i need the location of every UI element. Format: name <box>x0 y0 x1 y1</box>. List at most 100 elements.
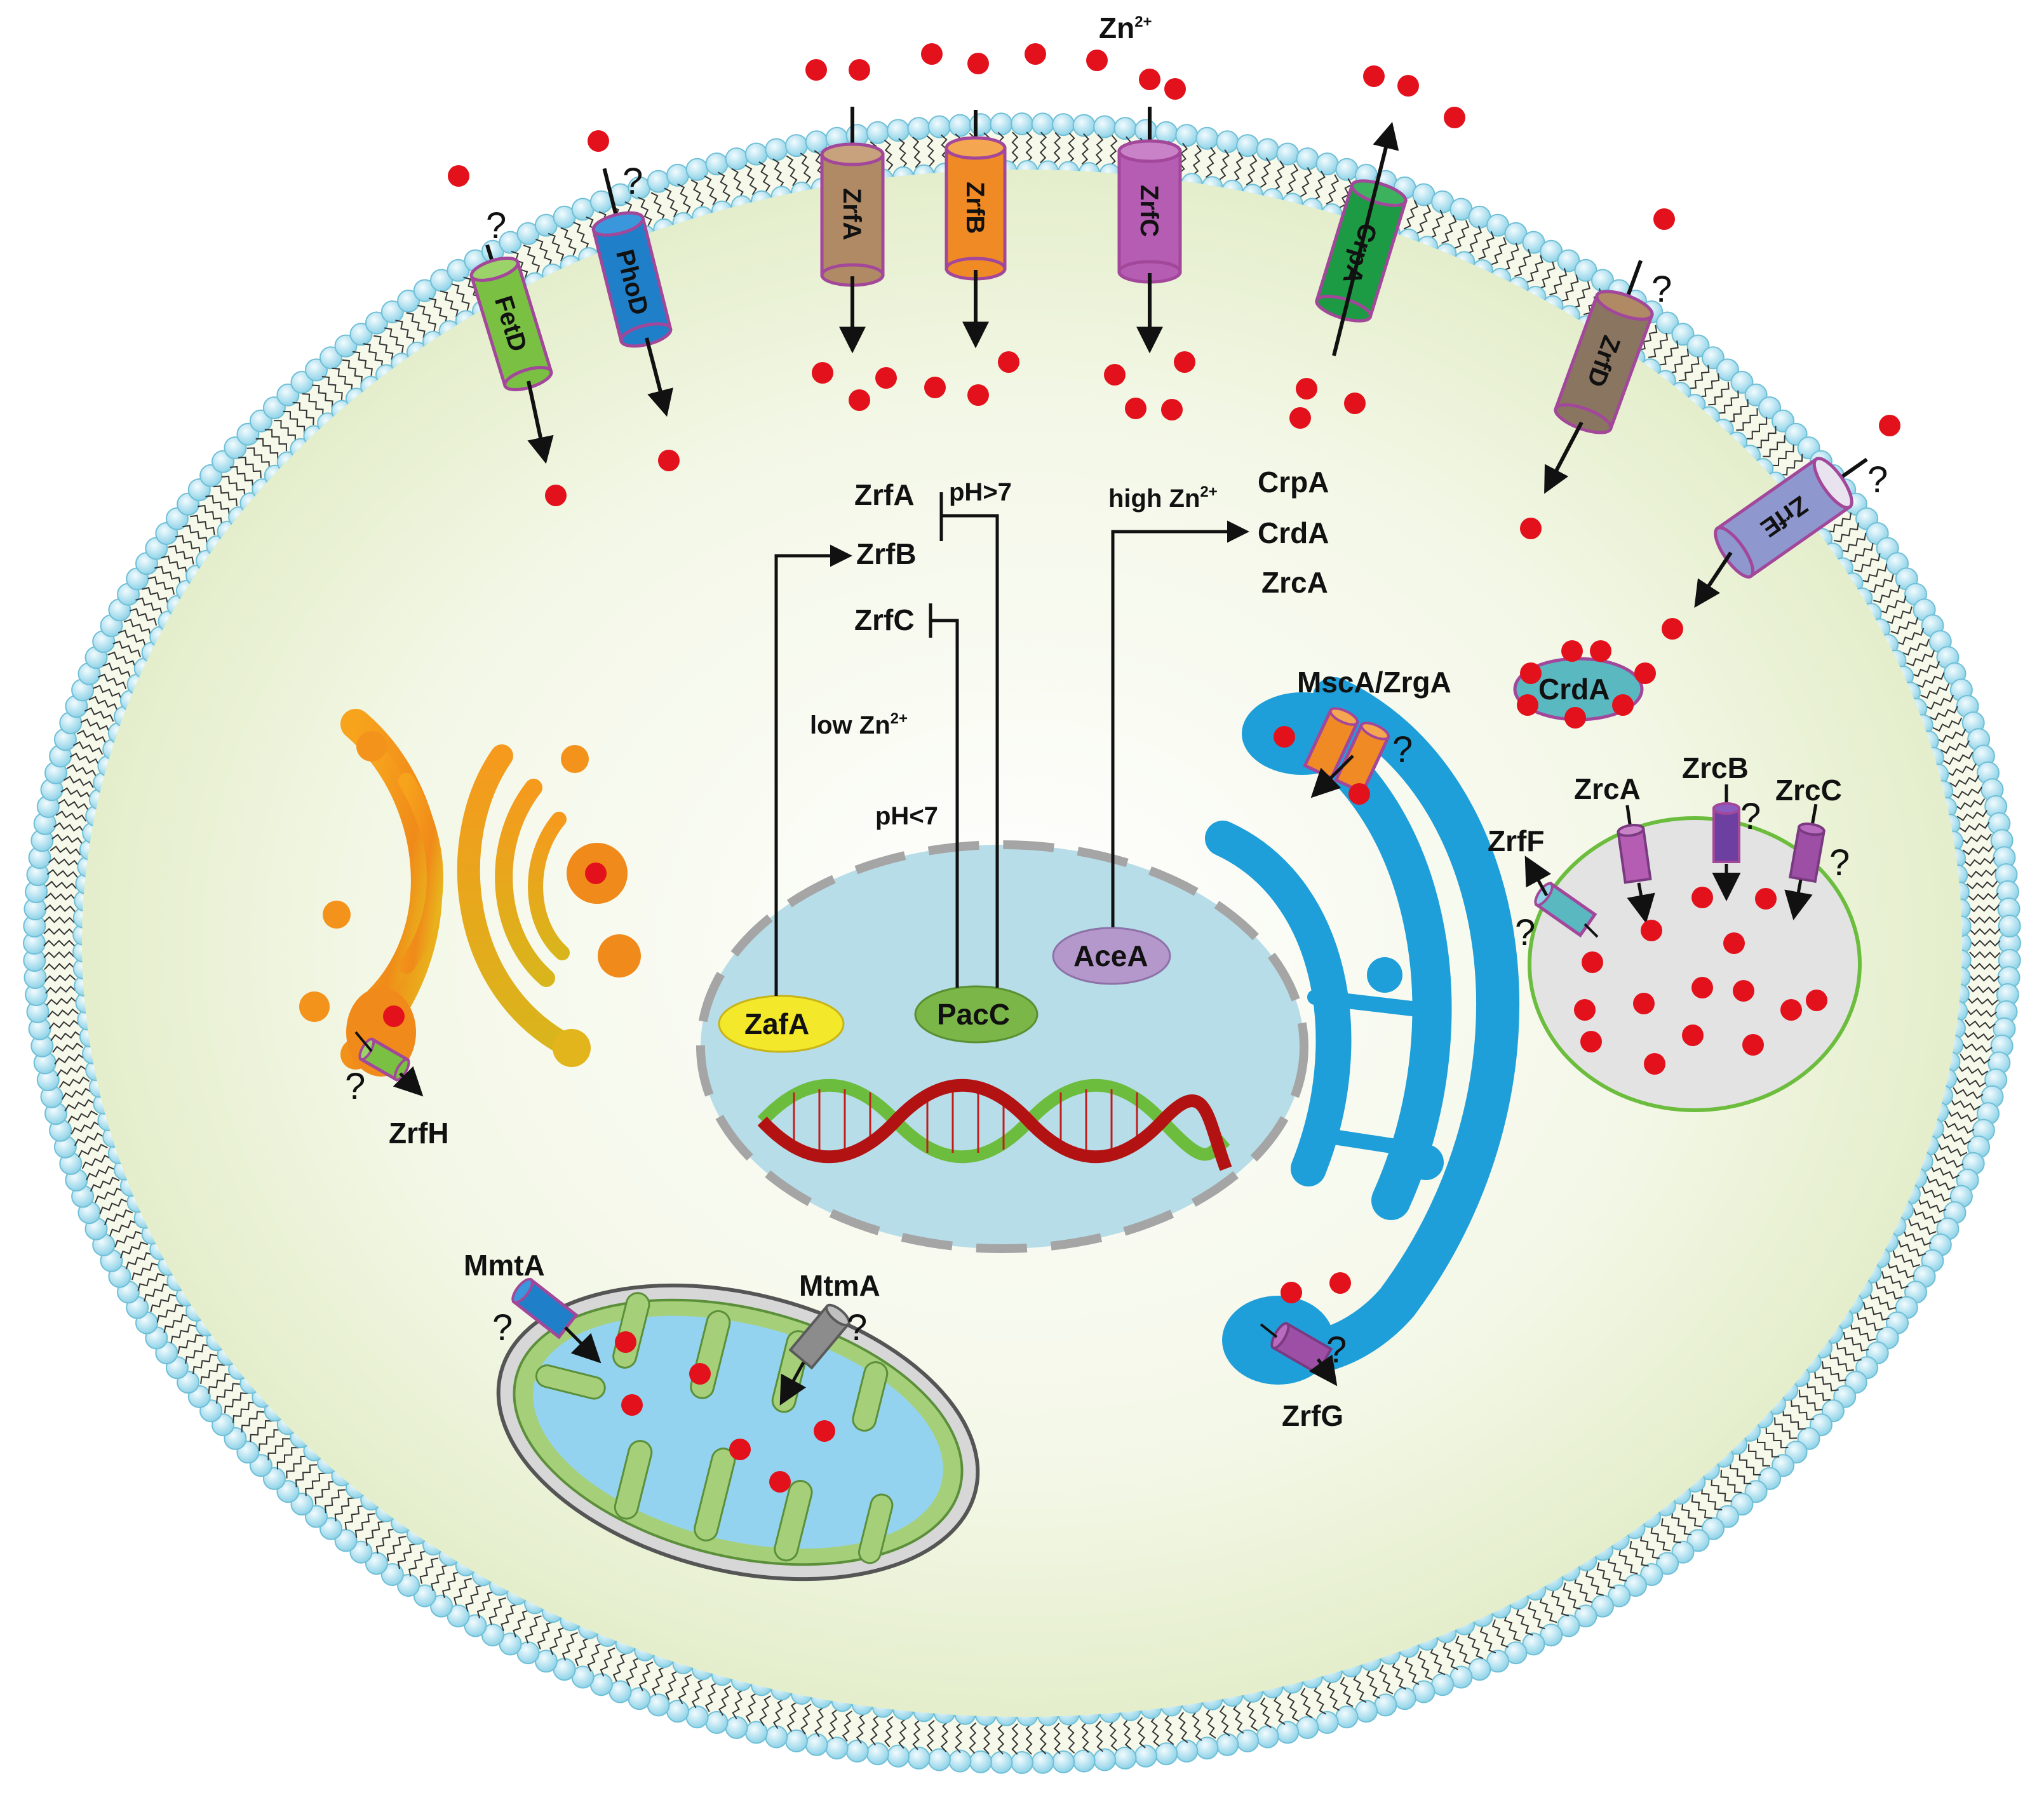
lipid-tail <box>744 165 757 196</box>
lipid-tail <box>1608 1555 1627 1582</box>
lipid-head <box>666 1700 689 1723</box>
lipid-head <box>365 1552 388 1575</box>
lipid-tail <box>1907 1218 1937 1235</box>
lipid-tail <box>112 640 141 657</box>
zn-ion <box>689 1363 711 1385</box>
fetd-question-mark: ? <box>486 205 506 246</box>
lipid-tail <box>525 1615 542 1644</box>
lipid-tail <box>1491 1619 1509 1648</box>
lipid-head <box>1671 1540 1695 1564</box>
lipid-tail <box>1779 453 1803 476</box>
lipid-head <box>334 334 358 358</box>
lipid-head <box>1256 1725 1279 1749</box>
lipid-head <box>784 134 808 158</box>
lipid-head <box>1296 1716 1319 1739</box>
acea-label: AceA <box>1073 939 1148 972</box>
lipid-tail <box>375 1528 396 1554</box>
lipid-tail <box>64 1099 95 1112</box>
lipid-tail <box>1798 1389 1823 1411</box>
lipid-tail <box>1873 584 1900 603</box>
acea-activates-targets <box>1111 520 1249 927</box>
pacc-label: PacC <box>937 998 1010 1031</box>
lipid-tail <box>1340 1677 1354 1707</box>
lipid-tail <box>1854 553 1881 573</box>
zrfb-label: ZrfB <box>961 182 989 234</box>
zrcb-transporter <box>1712 784 1740 863</box>
lipid-tail <box>198 504 223 525</box>
lipid-tail <box>129 608 158 626</box>
lipid-tail <box>1754 426 1777 448</box>
zrfg-label: ZrfG <box>1282 1399 1343 1432</box>
lipid-tail <box>344 1505 366 1530</box>
lipid-head <box>845 1739 869 1763</box>
lipid-tail <box>1791 1399 1815 1421</box>
lipid-tail <box>109 1220 138 1237</box>
lipid-tail <box>50 1031 82 1042</box>
lipid-tail <box>600 1647 615 1677</box>
lipid-tail <box>1053 1723 1061 1754</box>
lipid-tail <box>250 1420 273 1442</box>
er-bud-2 <box>1408 1145 1444 1180</box>
lipid-tail <box>1648 332 1669 358</box>
zrfg-question-mark: ? <box>1326 1329 1347 1371</box>
lipid-tail <box>221 475 246 497</box>
zrfc-transporter: ZrfC <box>1117 107 1182 284</box>
lipid-tail <box>1720 1470 1742 1493</box>
zn-ion <box>1742 1034 1764 1056</box>
lipid-tail <box>1932 717 1963 732</box>
lipid-head <box>765 1725 788 1749</box>
msca-arrow <box>1310 755 1354 798</box>
target-zrca-label: ZrcA <box>1261 566 1328 599</box>
lipid-tail <box>1763 435 1785 457</box>
lipid-head <box>1072 114 1096 137</box>
lipid-tail <box>1478 231 1495 260</box>
lipid-tail <box>56 1065 88 1077</box>
zn-ion <box>875 367 897 389</box>
zn-ion <box>1723 932 1745 954</box>
lipid-tail <box>1949 775 1980 788</box>
lipid-tail <box>52 1042 83 1053</box>
lipid-tail <box>1430 1646 1446 1676</box>
lipid-head <box>666 163 689 187</box>
plasma-membrane-outer-leaflet <box>23 112 2021 1774</box>
lipid-tail <box>1826 512 1852 533</box>
lipid-tail <box>1109 1719 1118 1751</box>
lipid-tail <box>1964 857 1996 867</box>
lipid-head <box>969 1750 992 1773</box>
zn-ion <box>1561 640 1583 662</box>
zn-ion <box>1564 707 1586 729</box>
lipid-tail <box>997 1723 1005 1755</box>
lipid-tail <box>1528 1601 1545 1630</box>
lipid-tail <box>441 1571 461 1599</box>
lipid-tail <box>274 420 296 443</box>
lipid-tail <box>1840 532 1867 553</box>
lipid-tail <box>365 1521 386 1546</box>
zn-ion <box>448 165 469 187</box>
lipid-tail <box>1968 962 2001 971</box>
mtma-transporter <box>788 1303 851 1370</box>
lipid-tail <box>334 1497 356 1522</box>
zn-ion <box>1574 999 1596 1021</box>
lipid-tail <box>97 673 127 690</box>
lipid-tail <box>786 1701 798 1732</box>
msca-zrga-transporter <box>1303 707 1390 795</box>
lipid-tail <box>46 869 79 878</box>
vacuole <box>1528 816 1862 1112</box>
zn-ion <box>998 351 1019 373</box>
lipid-head <box>1072 1749 1096 1773</box>
lipid-tail <box>1326 1681 1340 1711</box>
lipid-tail <box>71 1121 101 1135</box>
lipid-tail <box>1286 163 1299 194</box>
lipid-head <box>1624 1574 1647 1597</box>
lipid-head <box>1031 1750 1054 1774</box>
lipid-tail <box>665 1670 679 1700</box>
lipid-tail <box>302 393 324 417</box>
lipid-head <box>705 152 729 176</box>
lipid-tail <box>48 857 79 867</box>
zn-ion <box>545 485 567 506</box>
lipid-tail <box>1596 1562 1616 1589</box>
lipid-tail <box>786 155 798 187</box>
lipid-tail <box>704 1682 718 1712</box>
lipid-tail <box>67 1110 98 1124</box>
lipid-head <box>1134 1744 1157 1768</box>
